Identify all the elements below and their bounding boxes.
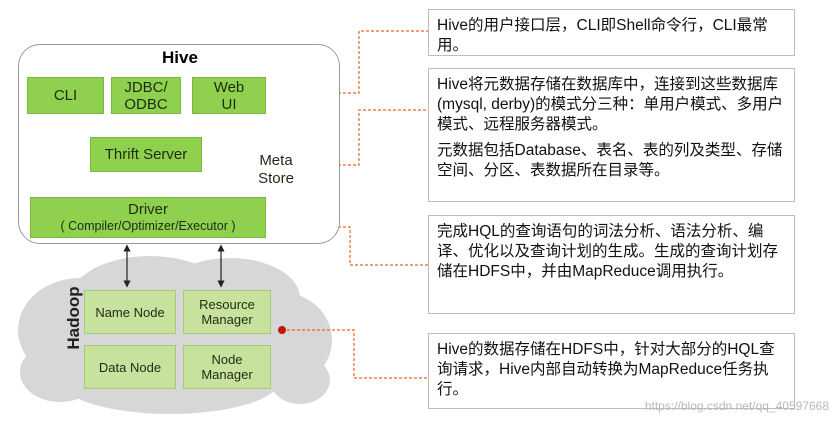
name-node-label: Name Node bbox=[95, 304, 165, 320]
web-label: Web bbox=[213, 78, 245, 96]
meta-label: Meta bbox=[259, 152, 293, 169]
resource-manager-component: Resource Manager bbox=[183, 290, 271, 334]
manager-label: Manager bbox=[201, 312, 253, 327]
cli-component: CLI bbox=[27, 77, 104, 114]
node-label: Node bbox=[211, 352, 243, 367]
note-ui-layer: Hive的用户接口层，CLI即Shell命令行，CLI最常用。 bbox=[428, 9, 795, 56]
node-manager-component: Node Manager bbox=[183, 345, 271, 389]
thrift-server-component: Thrift Server bbox=[90, 137, 202, 172]
thrift-server-label: Thrift Server bbox=[104, 146, 188, 163]
csdn-watermark: https://blog.csdn.net/qq_40597668 bbox=[644, 399, 829, 413]
data-node-component: Data Node bbox=[84, 345, 176, 389]
ui-label: UI bbox=[221, 95, 237, 113]
metastore-text: Meta Store bbox=[231, 150, 321, 190]
web-ui-component: Web UI bbox=[192, 77, 266, 114]
driver-label: Driver bbox=[128, 200, 168, 218]
note-hadoop-text: Hive的数据存储在HDFS中，针对大部分的HQL查询请求，Hive内部自动转换… bbox=[437, 341, 775, 398]
odbc-label: ODBC bbox=[124, 95, 168, 113]
data-node-label: Data Node bbox=[98, 359, 162, 375]
note-metastore-modes: Hive将元数据存储在数据库中，连接到这些数据库(mysql, derby)的模… bbox=[437, 76, 784, 133]
name-node-component: Name Node bbox=[84, 290, 176, 334]
note-driver: 完成HQL的查询语句的词法分析、语法分析、编译、优化以及查询计划的生成。生成的查… bbox=[428, 215, 795, 314]
note-hadoop: Hive的数据存储在HDFS中，针对大部分的HQL查询请求，Hive内部自动转换… bbox=[428, 333, 795, 409]
resource-label: Resource bbox=[199, 297, 255, 312]
note-driver-text: 完成HQL的查询语句的词法分析、语法分析、编译、优化以及查询计划的生成。生成的查… bbox=[437, 223, 779, 280]
note-metastore-content: 元数据包括Database、表名、表的列及类型、存储空间、分区、表数据所在目录等… bbox=[437, 142, 783, 179]
store-label: Store bbox=[258, 170, 294, 187]
jdbc-label: JDBC/ bbox=[124, 78, 168, 96]
node-manager-label: Manager bbox=[201, 367, 253, 382]
hive-title: Hive bbox=[162, 48, 198, 67]
note-ui-text: Hive的用户接口层，CLI即Shell命令行，CLI最常用。 bbox=[437, 17, 768, 54]
jdbc-odbc-component: JDBC/ ODBC bbox=[111, 77, 181, 114]
note-metastore: Hive将元数据存储在数据库中，连接到这些数据库(mysql, derby)的模… bbox=[428, 68, 795, 202]
cli-label: CLI bbox=[53, 87, 78, 104]
driver-sub-label: ( Compiler/Optimizer/Executor ) bbox=[60, 218, 236, 233]
driver-component: Driver ( Compiler/Optimizer/Executor ) bbox=[30, 197, 266, 238]
